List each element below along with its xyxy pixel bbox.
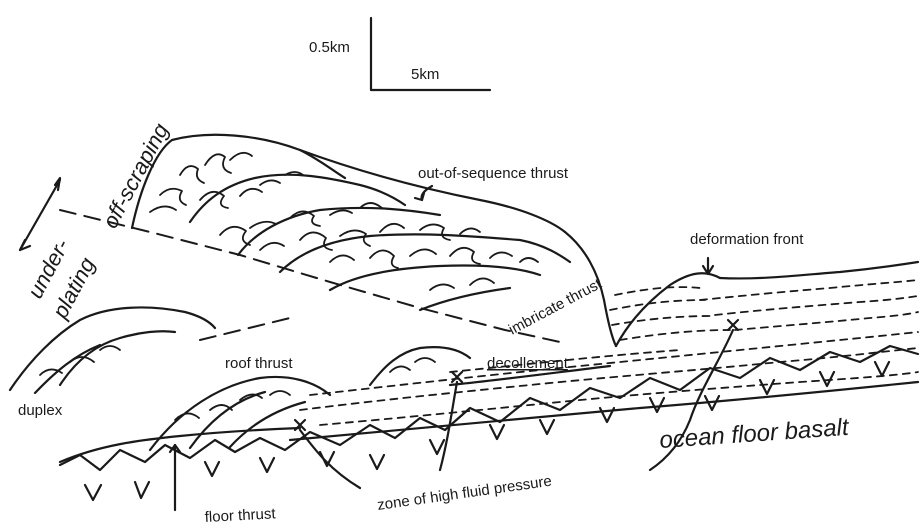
duplex-label: duplex bbox=[18, 402, 63, 419]
ocean-floor-basalt-label: ocean floor basalt bbox=[659, 414, 851, 454]
deformation-front-label: deformation front bbox=[690, 231, 804, 248]
basal-detachment-dashed bbox=[60, 210, 560, 342]
scale-horizontal-label: 5km bbox=[411, 66, 439, 83]
scale-bar: 0.5km 5km bbox=[309, 18, 490, 90]
roof-thrust-label: roof thrust bbox=[225, 355, 293, 372]
scale-vertical-label: 0.5km bbox=[309, 39, 350, 56]
ramp-dashed bbox=[200, 318, 290, 340]
imbricate-thrust-label: imbricate thrust bbox=[506, 275, 605, 339]
frontal-wedge bbox=[610, 262, 918, 346]
zone-high-fluid-pressure-label: zone of high fluid pressure bbox=[376, 473, 553, 514]
fluid-pressure-markers bbox=[170, 320, 738, 510]
decollement-label: decollement bbox=[487, 355, 569, 372]
out-of-sequence-thrust-label: out-of-sequence thrust bbox=[418, 165, 569, 182]
floor-thrust-label: floor thrust bbox=[204, 505, 276, 526]
